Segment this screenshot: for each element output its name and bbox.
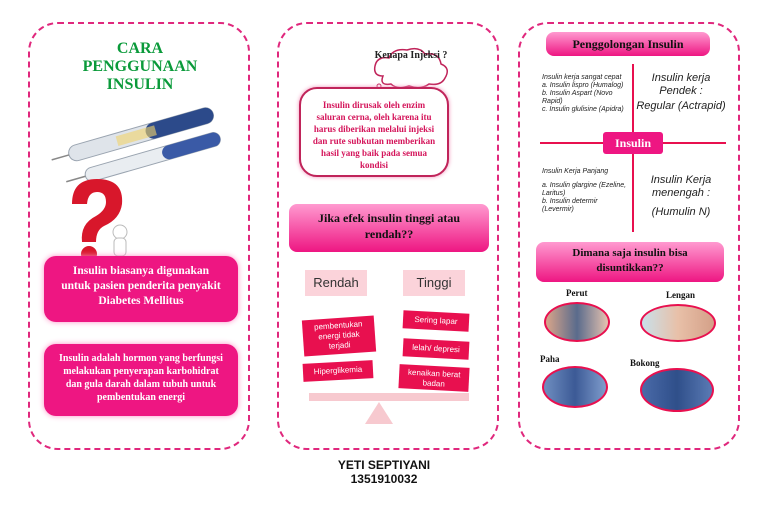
site-image-buttock (640, 368, 714, 412)
rapid-acting-group: Insulin kerja sangat cepat a. Insulin li… (542, 74, 624, 113)
author-name: YETI SEPTIYANI (337, 458, 431, 472)
injection-site-question: Dimana saja insulin bisa disuntikkan?? (536, 242, 724, 282)
high-effect-fatigue: lelah/ depresi (402, 338, 470, 360)
panel-classification: Penggolongan Insulin Insulin kerja sanga… (518, 22, 740, 450)
panel-injection: Kenapa Injeksi ? Insulin dirusak oleh en… (277, 22, 499, 450)
effect-question-header: Jika efek insulin tinggi atau rendah?? (289, 204, 489, 252)
high-label: Tinggi (403, 270, 465, 296)
classification-title: Penggolongan Insulin (546, 32, 710, 56)
insulin-center-badge: Insulin (603, 132, 663, 154)
low-effect-energy: pembentukan energi tidak terjadi (301, 315, 377, 357)
info-box-usage: Insulin biasanya digunakan untuk pasien … (44, 256, 238, 322)
high-effect-weight: kenaikan berat badan (398, 364, 470, 392)
classification-grid: Insulin kerja sangat cepat a. Insulin li… (540, 64, 726, 232)
low-effect-hyperglycemia: Hiperglikemia (302, 360, 374, 382)
author-id: 1351910032 (350, 472, 418, 486)
injection-reason-box: Insulin dirusak oleh enzim saluran cerna… (299, 87, 449, 177)
site-label-abdomen: Perut (566, 288, 588, 298)
seesaw-fulcrum (365, 402, 393, 424)
low-label: Rendah (305, 270, 367, 296)
panel-title: CARA PENGGUNAAN INSULIN (82, 40, 198, 93)
intermediate-acting-group: Insulin Kerja menengah : (Humulin N) (650, 174, 712, 218)
insulin-pen-image (51, 107, 221, 183)
info-box-definition: Insulin adalah hormon yang berfungsi mel… (44, 344, 238, 416)
site-label-buttock: Bokong (630, 358, 660, 368)
site-label-thigh: Paha (540, 354, 560, 364)
author-footer: YETI SEPTIYANI 1351910032 (0, 458, 768, 486)
site-image-arm (640, 304, 716, 342)
question-mark-image (72, 179, 128, 262)
site-image-abdomen (544, 302, 610, 342)
site-image-thigh (542, 366, 608, 408)
site-label-arm: Lengan (666, 290, 696, 300)
high-effect-hunger: Sering lapar (402, 310, 470, 332)
panel-usage: CARA PENGGUNAAN INSULIN Insulin biasanya… (28, 22, 250, 450)
seesaw-beam (309, 393, 469, 401)
short-acting-group: Insulin kerja Pendek : Regular (Actrapid… (636, 72, 726, 112)
long-acting-group: Insulin Kerja Panjang a. Insulin glargin… (542, 168, 627, 213)
cloud-text: Kenapa Injeksi ? (374, 50, 448, 61)
